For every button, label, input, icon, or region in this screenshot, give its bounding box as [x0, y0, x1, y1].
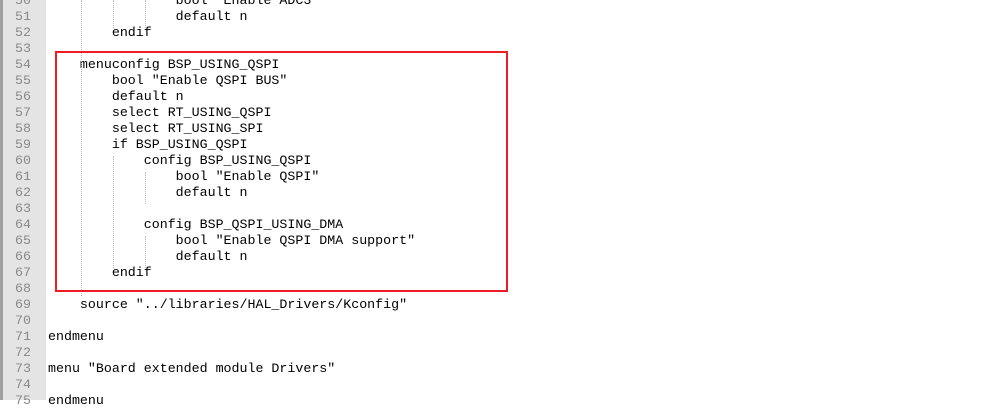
line-number: 72: [15, 345, 31, 360]
code-line[interactable]: 75 endmenu: [0, 393, 1008, 409]
line-number: 64: [15, 217, 31, 232]
code-line[interactable]: 69 source "../libraries/HAL_Drivers/Kcon…: [0, 297, 1008, 313]
line-number: 68: [15, 281, 31, 296]
code-line[interactable]: 51 default n: [0, 9, 1008, 25]
code-line[interactable]: 71 endmenu: [0, 329, 1008, 345]
code-line[interactable]: 55 bool "Enable QSPI BUS": [0, 73, 1008, 89]
line-number: 74: [15, 377, 31, 392]
line-number: 59: [15, 137, 31, 152]
line-number: 67: [15, 265, 31, 280]
line-number: 56: [15, 89, 31, 104]
highlight-box: [55, 51, 508, 292]
line-number: 71: [15, 329, 31, 344]
indent-guide: [145, 0, 146, 28]
code-text: source "../libraries/HAL_Drivers/Kconfig…: [48, 297, 408, 312]
code-line[interactable]: 61 bool "Enable QSPI": [0, 169, 1008, 185]
code-text: default n: [48, 89, 184, 104]
code-line[interactable]: 50 bool "Enable ADC3": [0, 0, 1008, 9]
code-line[interactable]: 68: [0, 281, 1008, 297]
code-text: bool "Enable QSPI DMA support": [48, 233, 416, 248]
code-text: select RT_USING_QSPI: [48, 105, 272, 120]
line-number: 63: [15, 201, 31, 216]
line-number: 65: [15, 233, 31, 248]
line-number: 58: [15, 121, 31, 136]
code-text: bool "Enable ADC3": [48, 0, 320, 8]
code-line[interactable]: 73 menu "Board extended module Drivers": [0, 361, 1008, 377]
code-text: if BSP_USING_QSPI: [48, 137, 248, 152]
code-text: default n: [48, 185, 248, 200]
code-line[interactable]: 72: [0, 345, 1008, 361]
code-text: endif: [48, 265, 152, 280]
code-line[interactable]: 53: [0, 41, 1008, 57]
code-line[interactable]: 59 if BSP_USING_QSPI: [0, 137, 1008, 153]
code-text: bool "Enable QSPI BUS": [48, 73, 288, 88]
code-text: endif: [48, 25, 152, 40]
line-number: 51: [15, 9, 31, 24]
code-line[interactable]: 67 endif: [0, 265, 1008, 281]
code-line[interactable]: 70: [0, 313, 1008, 329]
line-number: 55: [15, 73, 31, 88]
code-text: bool "Enable QSPI": [48, 169, 320, 184]
line-number: 60: [15, 153, 31, 168]
code-line[interactable]: 52 endif: [0, 25, 1008, 41]
code-line[interactable]: 58 select RT_USING_SPI: [0, 121, 1008, 137]
code-line[interactable]: 56 default n: [0, 89, 1008, 105]
line-number: 62: [15, 185, 31, 200]
code-line[interactable]: 74: [0, 377, 1008, 393]
indent-guide: [145, 172, 146, 204]
indent-guide: [113, 156, 114, 268]
line-number: 52: [15, 25, 31, 40]
code-text: menuconfig BSP_USING_QSPI: [48, 57, 280, 72]
code-line[interactable]: 60 config BSP_USING_QSPI: [0, 153, 1008, 169]
code-line[interactable]: 63: [0, 201, 1008, 217]
code-text: default n: [48, 9, 248, 24]
code-line[interactable]: 65 bool "Enable QSPI DMA support": [0, 233, 1008, 249]
code-line[interactable]: 54 menuconfig BSP_USING_QSPI: [0, 57, 1008, 73]
line-number: 73: [15, 361, 31, 376]
line-number: 57: [15, 105, 31, 120]
code-line[interactable]: 66 default n: [0, 249, 1008, 265]
code-line[interactable]: 57 select RT_USING_QSPI: [0, 105, 1008, 121]
indent-guide: [81, 0, 82, 296]
code-text: config BSP_QSPI_USING_DMA: [48, 217, 344, 232]
code-line[interactable]: 62 default n: [0, 185, 1008, 201]
line-number: 54: [15, 57, 31, 72]
line-number: 50: [15, 0, 31, 8]
line-number: 70: [15, 313, 31, 328]
line-number: 61: [15, 169, 31, 184]
indent-guide: [113, 0, 114, 28]
line-number: 75: [15, 393, 31, 408]
line-number-gutter: [0, 0, 46, 400]
code-text: config BSP_USING_QSPI: [48, 153, 312, 168]
code-text: default n: [48, 249, 248, 264]
code-line[interactable]: 64 config BSP_QSPI_USING_DMA: [0, 217, 1008, 233]
line-number: 66: [15, 249, 31, 264]
code-text: endmenu: [48, 393, 104, 408]
code-text: menu "Board extended module Drivers": [48, 361, 336, 376]
indent-guide: [145, 236, 146, 268]
line-number: 53: [15, 41, 31, 56]
code-text: endmenu: [48, 329, 104, 344]
code-text: select RT_USING_SPI: [48, 121, 264, 136]
line-number: 69: [15, 297, 31, 312]
